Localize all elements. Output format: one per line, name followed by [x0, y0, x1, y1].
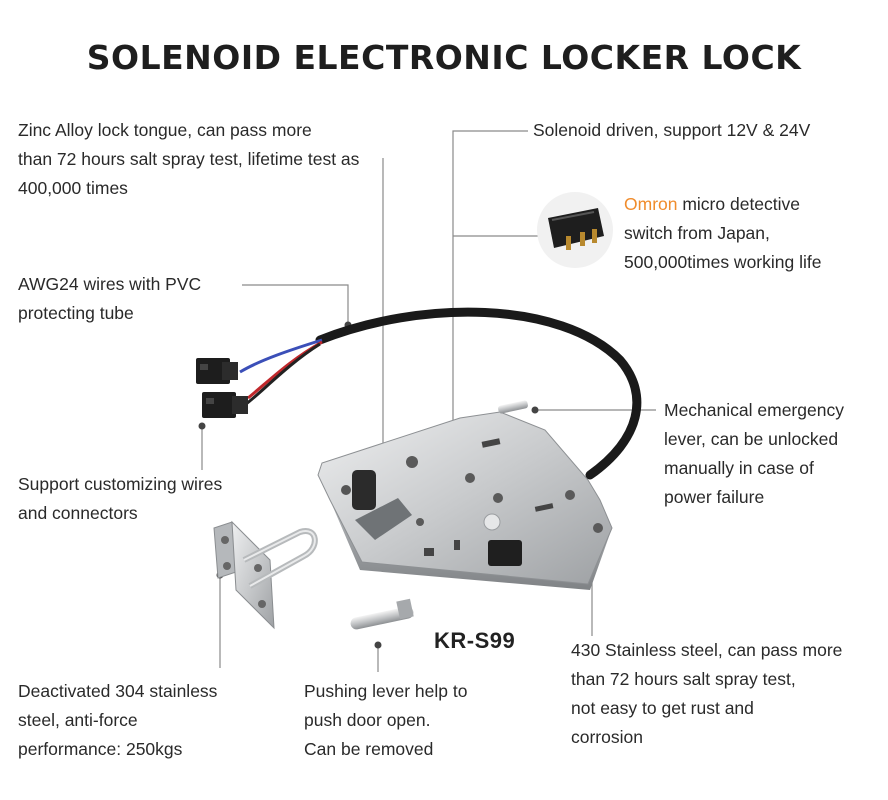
- leader-solenoid: [452, 130, 528, 458]
- omron-switch-icon: [537, 192, 613, 268]
- callout-line: lever, can be unlocked: [664, 429, 839, 449]
- callout-line: 400,000 times: [18, 178, 128, 198]
- callout-omron: Omron micro detective switch from Japan,…: [624, 190, 821, 277]
- lock-body: [317, 400, 613, 590]
- model-label: KR-S99: [434, 628, 516, 653]
- callout-pushing-lever: Pushing lever help to push door open. Ca…: [304, 677, 467, 764]
- callout-line: than 72 hours salt spray test, lifetime …: [18, 149, 360, 169]
- callout-line: power failure: [664, 487, 765, 507]
- callout-line: not easy to get rust and: [571, 698, 754, 718]
- dot: [531, 406, 539, 414]
- callout-line: 500,000times working life: [624, 252, 822, 272]
- callout-text: micro detective: [677, 194, 801, 214]
- callout-line: push door open.: [304, 710, 431, 730]
- callout-line: Support customizing wires: [18, 474, 223, 494]
- dot: [198, 422, 206, 430]
- black-cable: [315, 307, 642, 480]
- callout-line: corrosion: [571, 727, 643, 747]
- callout-line: protecting tube: [18, 303, 134, 323]
- callout-430-stainless: 430 Stainless steel, can pass more than …: [571, 636, 842, 752]
- dot: [374, 641, 382, 649]
- leader-awg24: [242, 284, 349, 322]
- connector-bottom: [202, 392, 248, 418]
- callout-solenoid: Solenoid driven, support 12V & 24V: [533, 116, 810, 145]
- callout-line: Omron micro detective: [624, 190, 821, 219]
- callout-line: Pushing lever help to: [304, 681, 468, 701]
- callout-line: manually in case of: [664, 458, 814, 478]
- wire-blue: [239, 338, 323, 374]
- callout-line: 430 Stainless steel, can pass more: [571, 640, 843, 660]
- callout-emergency: Mechanical emergency lever, can be unloc…: [664, 396, 844, 512]
- callout-zinc-alloy: Zinc Alloy lock tongue, can pass more th…: [18, 116, 359, 203]
- omron-brand: Omron: [624, 194, 678, 214]
- push-rod: [350, 598, 414, 630]
- callout-line: steel, anti-force: [18, 710, 138, 730]
- callout-line: and connectors: [18, 503, 138, 523]
- callout-line: switch from Japan,: [624, 223, 770, 243]
- connector-top: [196, 358, 238, 384]
- callout-line: AWG24 wires with PVC: [18, 274, 202, 294]
- callout-line: Deactivated 304 stainless: [18, 681, 218, 701]
- callout-customize: Support customizing wires and connectors: [18, 470, 222, 528]
- callout-line: than 72 hours salt spray test,: [571, 669, 796, 689]
- wire-black: [245, 342, 321, 406]
- callout-line: Zinc Alloy lock tongue, can pass more: [18, 120, 312, 140]
- callout-line: performance: 250kgs: [18, 739, 183, 759]
- callout-awg24: AWG24 wires with PVC protecting tube: [18, 270, 201, 328]
- callout-line: Mechanical emergency: [664, 400, 844, 420]
- page-title: SOLENOID ELECTRONIC LOCKER LOCK: [86, 38, 802, 77]
- callout-304-stainless: Deactivated 304 stainless steel, anti-fo…: [18, 677, 217, 764]
- callout-line: Solenoid driven, support 12V & 24V: [533, 120, 811, 140]
- callout-line: Can be removed: [304, 739, 434, 759]
- strike-plate: [213, 520, 318, 630]
